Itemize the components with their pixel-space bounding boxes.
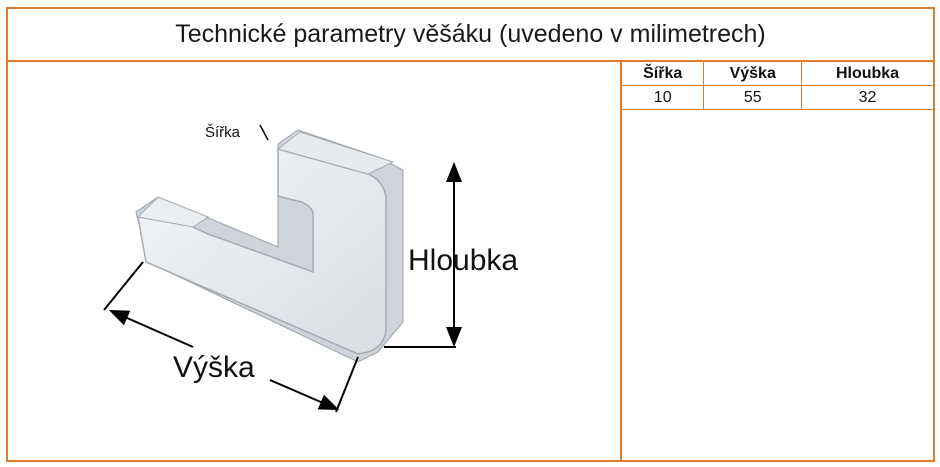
spec-frame: Technické parametry věšáku (uvedeno v mi… bbox=[6, 7, 935, 462]
header-width: Šířka bbox=[622, 62, 705, 86]
title-bar: Technické parametry věšáku (uvedeno v mi… bbox=[8, 9, 933, 62]
parameters-column: Šířka Výška Hloubka 10 55 32 bbox=[620, 62, 933, 460]
table-header-row: Šířka Výška Hloubka bbox=[622, 62, 933, 86]
value-width: 10 bbox=[622, 85, 705, 110]
hanger-illustration: Šířka Hloubka Výška bbox=[8, 62, 620, 460]
hanger-front-face bbox=[137, 148, 387, 355]
parameters-table: Šířka Výška Hloubka 10 55 32 bbox=[622, 62, 933, 110]
page-title: Technické parametry věšáku (uvedeno v mi… bbox=[175, 20, 766, 48]
header-depth: Hloubka bbox=[801, 62, 933, 86]
hanger-drawing: Šířka Hloubka Výška bbox=[103, 124, 518, 413]
hanger-arm-top bbox=[136, 196, 210, 228]
width-arrow bbox=[259, 124, 269, 141]
height-extension-right bbox=[335, 356, 359, 413]
value-depth: 32 bbox=[801, 85, 933, 110]
value-height: 55 bbox=[703, 85, 803, 110]
table-row: 10 55 32 bbox=[622, 85, 933, 110]
height-arrow-left bbox=[108, 309, 194, 348]
header-height: Výška bbox=[703, 62, 803, 86]
height-label: Výška bbox=[173, 351, 255, 384]
height-arrow-right bbox=[269, 379, 340, 410]
depth-label: Hloubka bbox=[408, 244, 518, 277]
hanger-top-edge bbox=[276, 131, 395, 175]
width-label: Šířka bbox=[205, 124, 241, 141]
height-extension-left bbox=[103, 261, 144, 311]
